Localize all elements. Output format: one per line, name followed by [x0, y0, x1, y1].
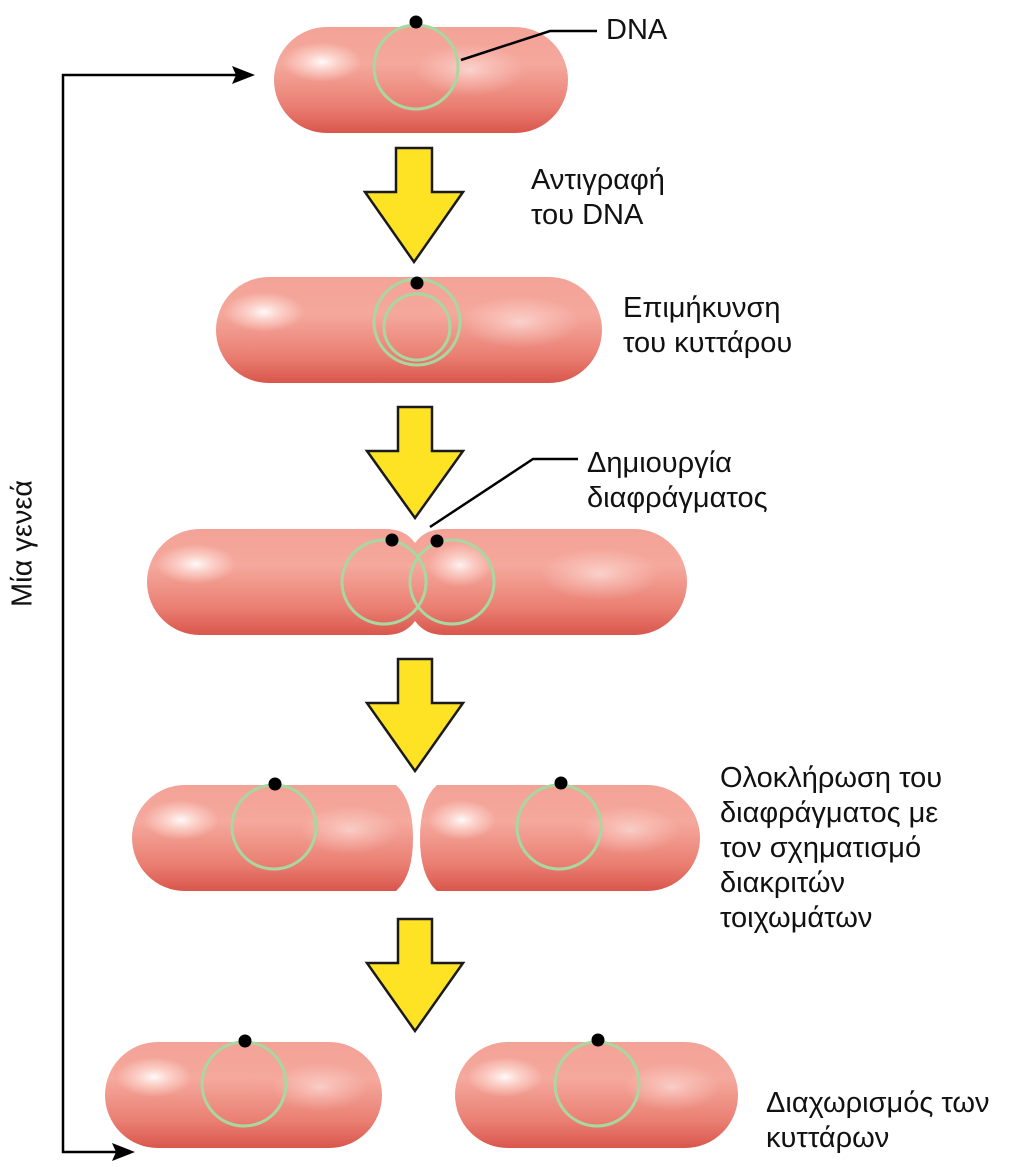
- down-arrow-2: [367, 407, 463, 518]
- dna-origin-dot-right: [431, 535, 444, 548]
- dna-origin-dot-left: [239, 1035, 252, 1048]
- replication-label: Αντιγραφή του DNA: [531, 163, 665, 233]
- replication-label-line-1: Αντιγραφή: [531, 163, 665, 198]
- septum-completion-label: Ολοκλήρωση του διαφράγματος με τον σχημα…: [720, 761, 942, 936]
- down-arrow-3: [367, 659, 463, 771]
- septum-completion-label-line-4: διακριτών: [720, 866, 942, 901]
- dna-label: DNA: [606, 13, 667, 48]
- septum-completion-label-line-2: διαφράγματος με: [720, 796, 942, 831]
- dna-origin-dot-right: [592, 1034, 605, 1047]
- septum-completion-label-line-3: τον σχηματισμό: [720, 831, 942, 866]
- elongation-label-line-1: Επιμήκυνση: [623, 291, 792, 326]
- cell-stage-5: [105, 1034, 738, 1149]
- dna-origin-dot-left: [269, 778, 282, 791]
- septum-leader-line: [430, 459, 578, 527]
- separation-label: Διαχωρισμός των κυττάρων: [766, 1086, 990, 1156]
- dna-origin-dot: [410, 16, 423, 29]
- cell-stage-3: [147, 529, 687, 635]
- dna-origin-dot-left: [386, 534, 399, 547]
- septum-completion-label-line-1: Ολοκλήρωση του: [720, 761, 942, 796]
- cell-stage-1: [274, 16, 568, 134]
- down-arrow-4: [367, 919, 463, 1031]
- down-arrow-1: [365, 148, 463, 262]
- septum-formation-label-line-1: Δημιουργία: [587, 446, 768, 481]
- dna-origin-dot-right: [555, 777, 568, 790]
- septum-formation-label-line-2: διαφράγματος: [587, 481, 768, 516]
- septum-formation-label: Δημιουργία διαφράγματος: [587, 446, 768, 516]
- generation-label: Μία γενεά: [6, 480, 41, 607]
- septum-completion-label-line-5: τοιχωμάτων: [720, 901, 942, 936]
- cell-stage-2: [216, 277, 602, 384]
- dna-origin-dot: [411, 277, 424, 290]
- cell-stage-4: [132, 777, 700, 892]
- separation-label-line-2: κυττάρων: [766, 1121, 990, 1156]
- elongation-label-line-2: του κυττάρου: [623, 326, 792, 361]
- elongation-label: Επιμήκυνση του κυττάρου: [623, 291, 792, 361]
- replication-label-line-2: του DNA: [531, 198, 665, 233]
- separation-label-line-1: Διαχωρισμός των: [766, 1086, 990, 1121]
